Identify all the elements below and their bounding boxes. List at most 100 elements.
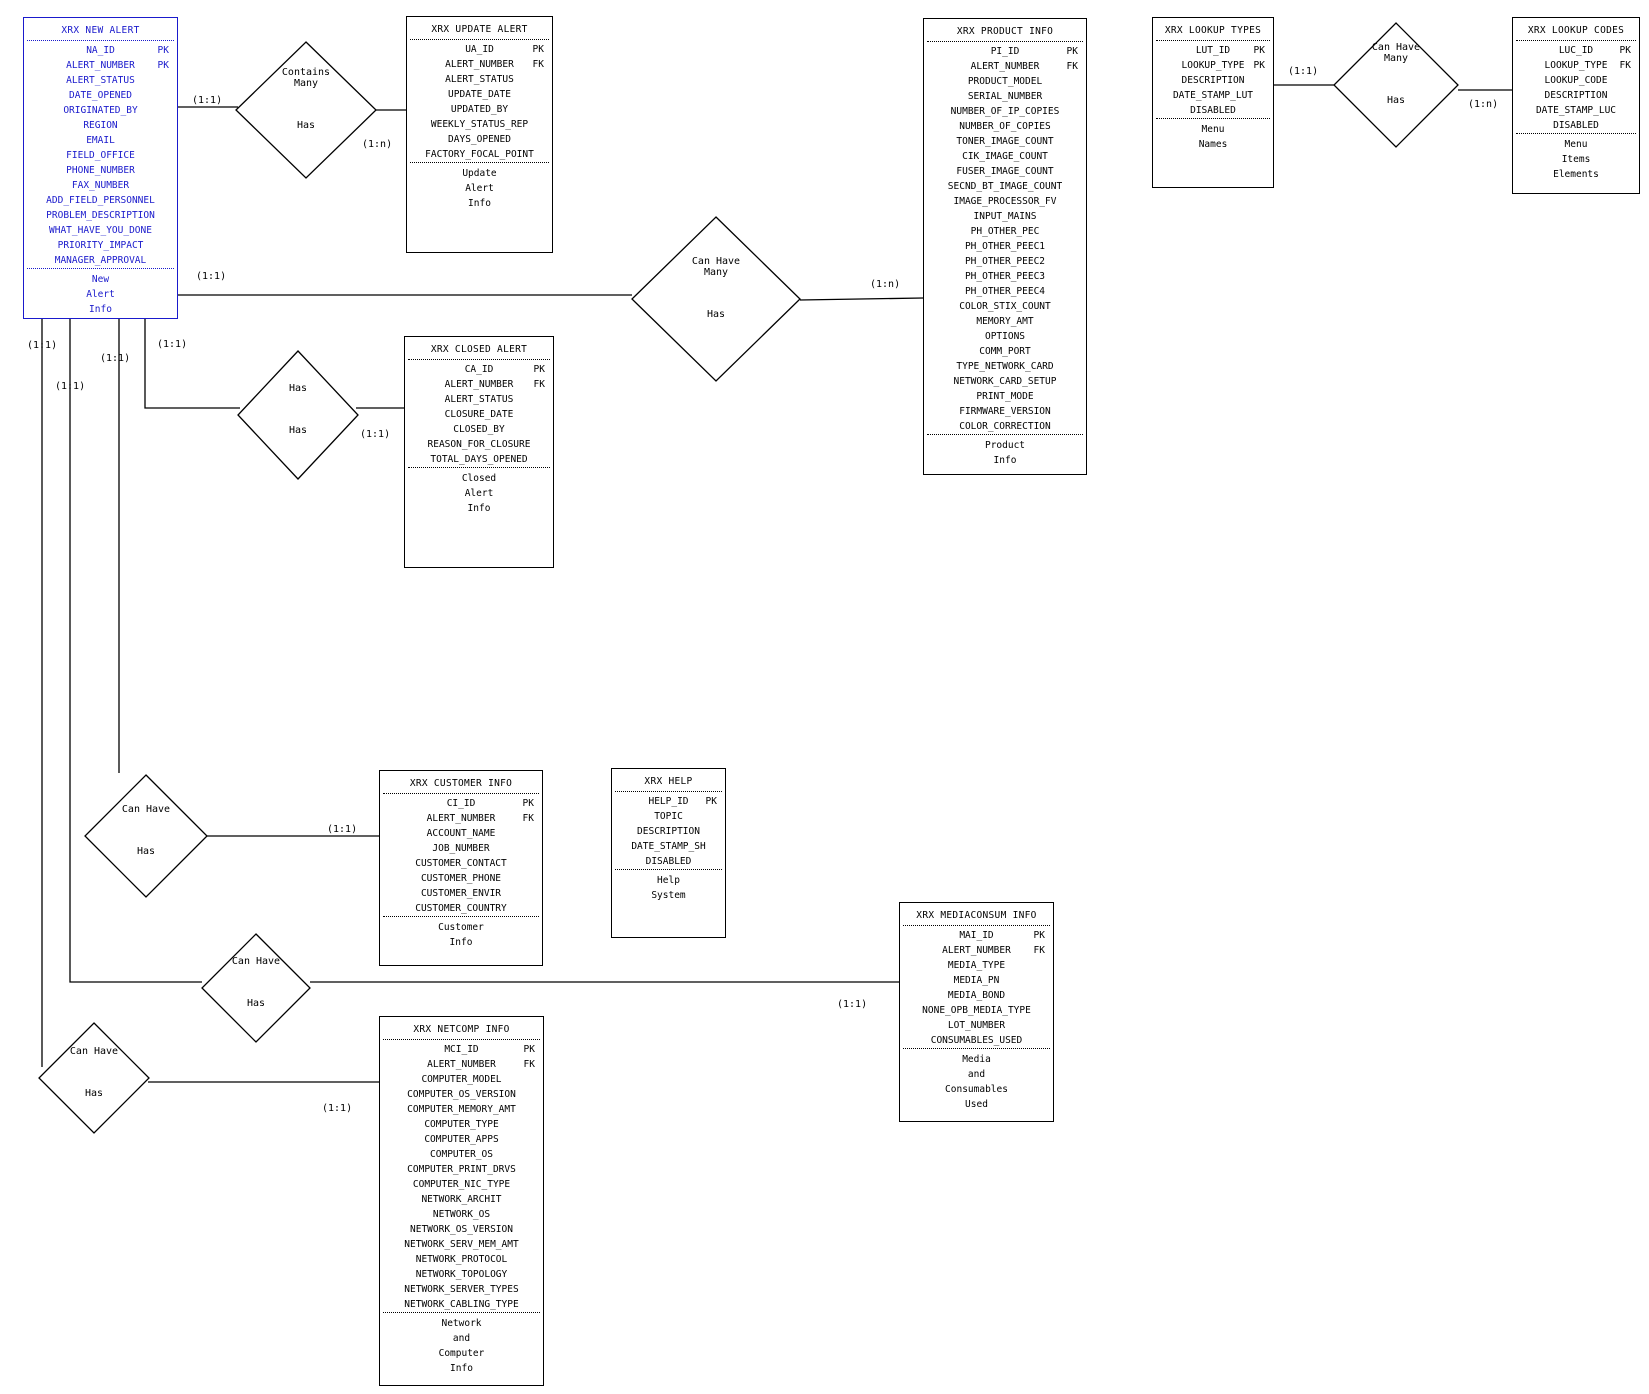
- attribute-name: TOPIC: [654, 811, 683, 822]
- key-badge: FK: [523, 1059, 535, 1070]
- attribute-row: CUSTOMER_CONTACT: [380, 856, 542, 871]
- attribute-name: ALERT_NUMBER: [426, 813, 496, 824]
- description-line: and: [967, 1069, 986, 1080]
- attribute-row: PRINT_MODE: [924, 389, 1086, 404]
- attribute-name: CUSTOMER_PHONE: [420, 873, 502, 884]
- key-badge: FK: [532, 59, 544, 70]
- attribute-name: INPUT_MAINS: [973, 211, 1037, 222]
- description-line: Consumables: [945, 1084, 1008, 1095]
- attribute-row: REASON_FOR_CLOSURE: [405, 437, 553, 452]
- cardinality-label: (1:1): [322, 1103, 352, 1114]
- attribute-name: NA_ID: [86, 45, 115, 56]
- attribute-row: DATE_OPENED: [24, 88, 177, 103]
- attribute-name: ALERT_STATUS: [445, 74, 514, 85]
- relationship-diamond: [201, 933, 311, 1043]
- attribute-row: REGION: [24, 118, 177, 133]
- relationship-label: Can Have: [70, 1046, 118, 1057]
- description-line: System: [651, 890, 686, 901]
- attribute-name: ALERT_NUMBER: [444, 379, 514, 390]
- attribute-row: DESCRIPTION: [1513, 88, 1639, 103]
- description-line: Network: [441, 1318, 482, 1329]
- attribute-row: ALERT_STATUS: [24, 73, 177, 88]
- attribute-name: ALERT_STATUS: [444, 394, 514, 405]
- attribute-name: DESCRIPTION: [1181, 75, 1245, 86]
- attribute-name: NONE_OPB_MEDIA_TYPE: [922, 1005, 1031, 1016]
- attribute-row: FACTORY_FOCAL_POINT: [407, 147, 552, 162]
- attribute-row: NUMBER_OF_COPIES: [924, 119, 1086, 134]
- attribute-name: COMPUTER_NIC_TYPE: [412, 1179, 511, 1190]
- attribute-name: NETWORK_OS_VERSION: [410, 1224, 513, 1235]
- attribute-row: LOT_NUMBER: [900, 1018, 1053, 1033]
- attribute-row: COMPUTER_OS_VERSION: [380, 1087, 543, 1102]
- attribute-row: DAYS_OPENED: [407, 132, 552, 147]
- attribute-name: PH_OTHER_PEEC3: [964, 271, 1046, 282]
- attribute-row: COMPUTER_PRINT_DRVS: [380, 1162, 543, 1177]
- attribute-name: HELP_ID: [648, 796, 689, 807]
- entity-title: XRX NEW ALERT: [61, 25, 140, 36]
- attribute-name: NUMBER_OF_IP_COPIES: [950, 106, 1060, 117]
- relationship-label: Has: [137, 846, 155, 857]
- attribute-row: PROBLEM_DESCRIPTION: [24, 208, 177, 223]
- cardinality-label: (1:1): [837, 999, 867, 1010]
- description-line: Names: [1198, 139, 1228, 150]
- cardinality-label: (1:1): [100, 353, 130, 364]
- attribute-row: COMPUTER_NIC_TYPE: [380, 1177, 543, 1192]
- divider: [1156, 118, 1270, 119]
- attribute-row: PH_OTHER_PEEC2: [924, 254, 1086, 269]
- attribute-name: DESCRIPTION: [637, 826, 700, 837]
- attribute-row: COMPUTER_MODEL: [380, 1072, 543, 1087]
- attribute-name: REASON_FOR_CLOSURE: [427, 439, 531, 450]
- attribute-name: PRIORITY_IMPACT: [57, 240, 144, 251]
- key-badge: PK: [705, 796, 717, 807]
- attribute-row: DESCRIPTION: [1153, 73, 1273, 88]
- cardinality-label: (1:n): [870, 279, 900, 290]
- attribute-name: TONER_IMAGE_COUNT: [956, 136, 1054, 147]
- attribute-row: LUT_ID PK: [1153, 43, 1273, 58]
- attribute-name: PRODUCT_MODEL: [967, 76, 1043, 87]
- attribute-row: WEEKLY_STATUS_REP: [407, 117, 552, 132]
- divider: [383, 916, 539, 917]
- attribute-name: TOTAL_DAYS_OPENED: [430, 454, 528, 465]
- attribute-name: PH_OTHER_PEEC4: [964, 286, 1046, 297]
- key-badge: PK: [157, 60, 169, 71]
- description-line: Alert: [465, 183, 494, 194]
- entity-title: XRX CLOSED ALERT: [430, 344, 528, 355]
- attribute-row: CUSTOMER_COUNTRY: [380, 901, 542, 916]
- relationship-diamond: [237, 350, 359, 480]
- attribute-name: FAX_NUMBER: [71, 180, 130, 191]
- description-line: Info: [89, 304, 112, 315]
- key-badge: PK: [1253, 45, 1265, 56]
- attribute-row: TOPIC: [612, 809, 725, 824]
- description-line: Elements: [1553, 169, 1599, 180]
- key-badge: PK: [1253, 60, 1265, 71]
- relationship-label: Can Have: [1372, 42, 1420, 53]
- attribute-name: LUT_ID: [1195, 45, 1231, 56]
- entity-title: XRX UPDATE ALERT: [431, 24, 528, 35]
